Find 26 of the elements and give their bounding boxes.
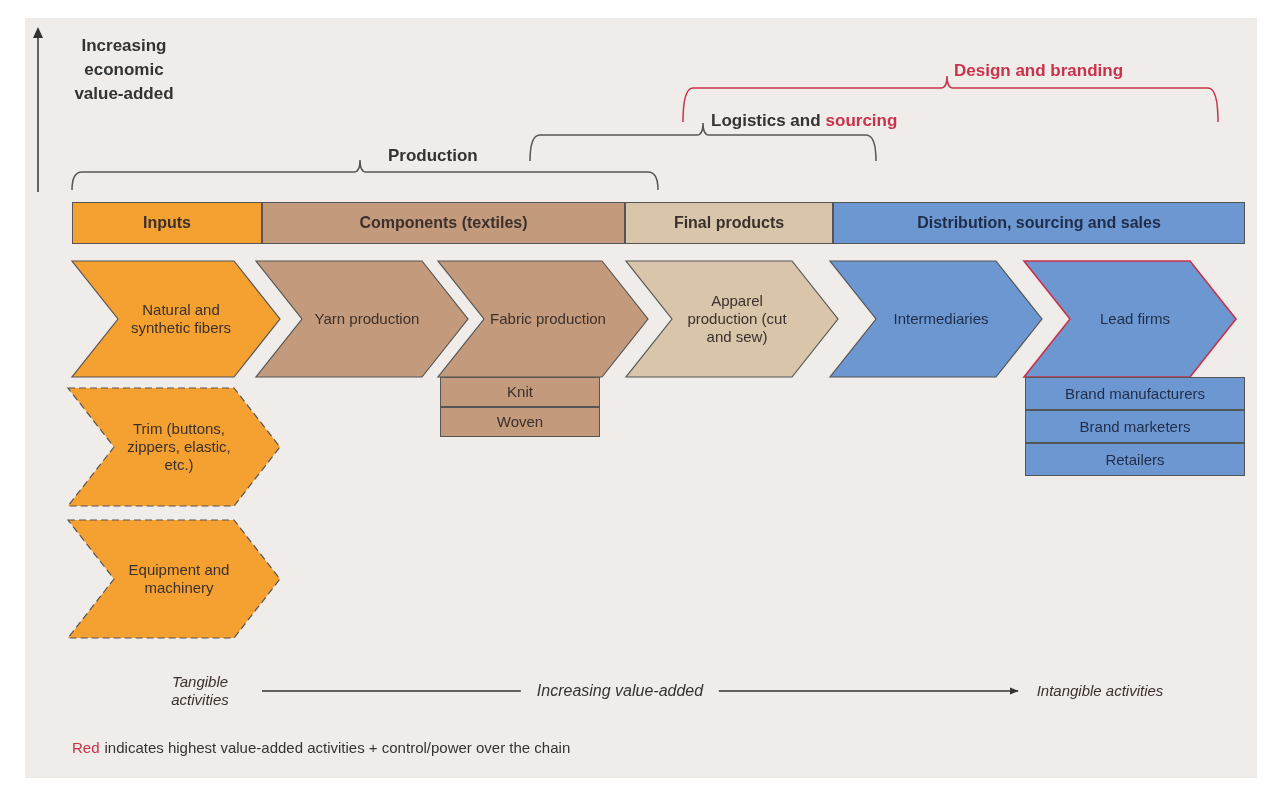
sub-category-box: Knit bbox=[440, 377, 600, 407]
activity-text: Intangible activities bbox=[1030, 668, 1170, 714]
sub-category-box: Woven bbox=[440, 407, 600, 437]
activity-text: Tangible activities bbox=[150, 668, 250, 714]
dashed-chevron-step: Equipment and machinery bbox=[68, 520, 280, 638]
axis-label: Increasing economic value-added bbox=[74, 36, 174, 103]
note-text: indicates highest value-added activities + control/power over the chain bbox=[104, 738, 571, 758]
category-bar: Inputs bbox=[72, 202, 262, 244]
chevron-step: Lead firms bbox=[1024, 261, 1236, 377]
sub-category-box: Brand manufacturers bbox=[1025, 377, 1245, 410]
bracket-label: sourcing bbox=[825, 110, 898, 132]
sub-category-box: Retailers bbox=[1025, 443, 1245, 476]
bracket-label: Production bbox=[388, 146, 478, 165]
category-bar: Final products bbox=[625, 202, 833, 244]
chevron-step: Apparel production (cut and sew) bbox=[626, 261, 838, 377]
category-bar: Distribution, sourcing and sales bbox=[833, 202, 1245, 244]
dashed-chevron-step: Trim (buttons, zippers, elastic, etc.) bbox=[68, 388, 280, 506]
bracket-label: Design and branding bbox=[954, 61, 1124, 80]
chevron-step: Natural and synthetic fibers bbox=[72, 261, 280, 377]
chevron-step: Yarn production bbox=[256, 261, 468, 377]
category-bar: Components (textiles) bbox=[262, 202, 625, 244]
note-text: Red bbox=[72, 738, 100, 758]
sub-category-box: Brand marketers bbox=[1025, 410, 1245, 443]
chevron-step: Intermediaries bbox=[830, 261, 1042, 377]
chevron-step: Fabric production bbox=[438, 261, 648, 377]
bracket-label: Logistics and bbox=[711, 110, 821, 132]
